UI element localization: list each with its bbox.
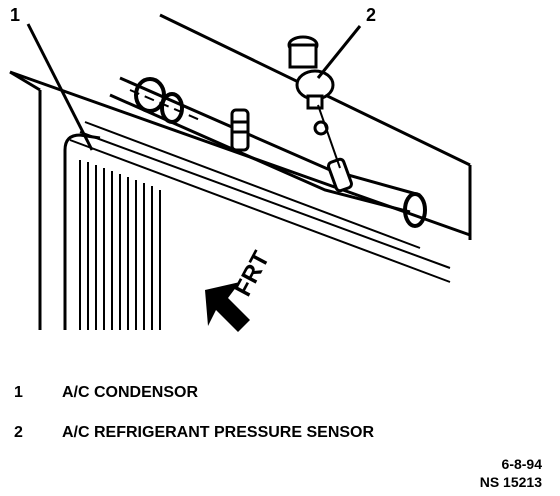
legend-row-2: 2 A/C REFRIGERANT PRESSURE SENSOR bbox=[14, 424, 374, 442]
front-arrow-icon bbox=[205, 282, 250, 332]
front-direction-label: FRT bbox=[229, 247, 275, 301]
legend-number: 2 bbox=[14, 424, 23, 441]
component-diagram: FRT bbox=[9, 13, 472, 332]
legend-text: A/C REFRIGERANT PRESSURE SENSOR bbox=[62, 424, 375, 441]
pressure-sensor bbox=[287, 35, 335, 110]
legend-number: 1 bbox=[14, 384, 23, 401]
callout-2: 2 bbox=[366, 5, 377, 25]
callout-1: 1 bbox=[10, 5, 21, 25]
refrigerant-line bbox=[109, 76, 427, 228]
sensor-alignment-line bbox=[317, 104, 341, 169]
figure-date: 6-8-94 bbox=[501, 456, 542, 472]
sensor-mount-port bbox=[326, 157, 354, 193]
leader-line-2 bbox=[316, 25, 362, 79]
legend-row-1: 1 A/C CONDENSOR bbox=[14, 384, 198, 402]
condenser bbox=[63, 121, 451, 330]
service-port-fitting bbox=[230, 108, 250, 152]
leader-line-1 bbox=[26, 23, 94, 151]
legend-text: A/C CONDENSOR bbox=[62, 384, 199, 401]
figure-code: NS 15213 bbox=[479, 474, 542, 490]
